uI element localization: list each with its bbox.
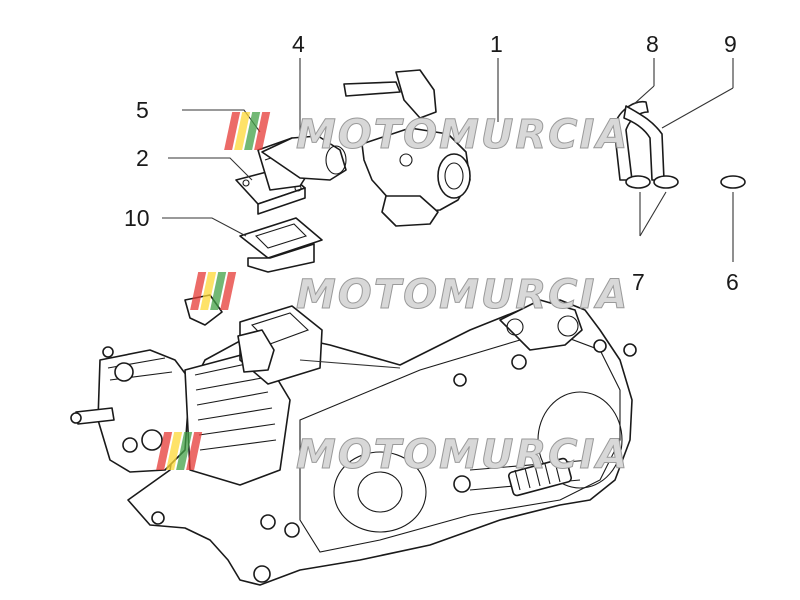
leader-7b bbox=[639, 191, 667, 237]
callout-9: 9 bbox=[724, 31, 737, 57]
carburettor-part-1 bbox=[343, 69, 471, 227]
watermark-3: MOTOMURCIA bbox=[156, 432, 629, 479]
watermark-text: MOTOMURCIA bbox=[296, 272, 629, 318]
callout-labels: 1 2 4 5 6 7 8 9 10 bbox=[124, 31, 739, 295]
vent-hose-part-9 bbox=[623, 105, 665, 181]
callout-8: 8 bbox=[646, 31, 659, 57]
callout-6: 6 bbox=[726, 269, 739, 295]
watermark-stripe-red bbox=[224, 112, 241, 150]
leader-8b bbox=[633, 85, 655, 105]
inlet-hose-part-4 bbox=[261, 135, 347, 181]
watermark-1: MOTOMURCIA bbox=[224, 112, 629, 159]
leader-10 bbox=[162, 217, 247, 237]
callout-5: 5 bbox=[136, 97, 149, 123]
watermark-text: MOTOMURCIA bbox=[296, 112, 629, 158]
hose-clamp-part-7 bbox=[625, 175, 679, 189]
fuel-hose-part-8 bbox=[613, 100, 649, 181]
leader-2 bbox=[168, 157, 253, 181]
watermark-2: MOTOMURCIA bbox=[190, 272, 629, 319]
callout-10: 10 bbox=[124, 205, 150, 231]
watermark-text: MOTOMURCIA bbox=[296, 432, 629, 478]
leader-vent-tube bbox=[299, 359, 401, 369]
watermark-stripe-green bbox=[244, 112, 261, 150]
callout-7: 7 bbox=[632, 269, 645, 295]
watermark-stripe-yellow bbox=[234, 112, 251, 150]
hose-clamp-part-6 bbox=[720, 175, 746, 189]
watermark-stripe-red2 bbox=[254, 112, 271, 150]
callout-2: 2 bbox=[136, 145, 149, 171]
leader-lines bbox=[162, 58, 734, 369]
callout-1: 1 bbox=[490, 31, 503, 57]
reed-valve-part-10 bbox=[239, 217, 323, 273]
intake-spacer bbox=[237, 305, 323, 385]
callout-4: 4 bbox=[292, 31, 305, 57]
leader-9b bbox=[661, 87, 734, 129]
